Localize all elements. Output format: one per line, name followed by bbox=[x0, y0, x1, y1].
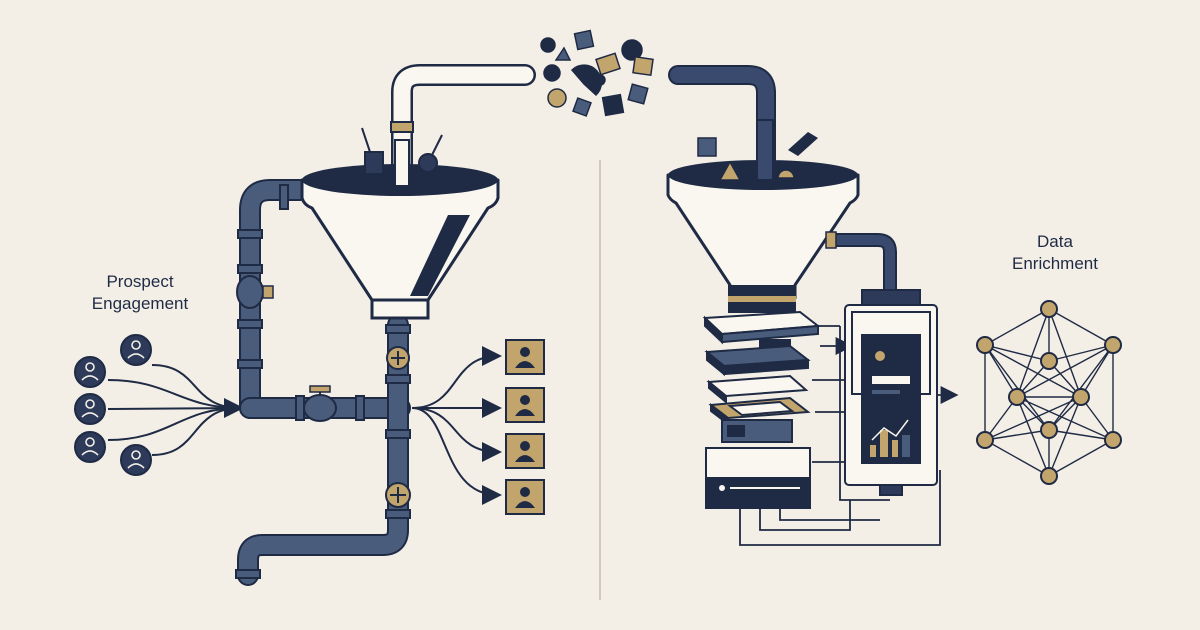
funnel-icon bbox=[666, 119, 860, 313]
pipe-collars bbox=[235, 184, 411, 579]
pipe-collar bbox=[825, 231, 837, 249]
prospect-engagement-label: Prospect Engagement bbox=[70, 271, 210, 315]
valve-icon bbox=[236, 275, 274, 309]
network-icon bbox=[976, 300, 1122, 485]
data-enrichment-label: Data Enrichment bbox=[985, 231, 1125, 275]
person-icon bbox=[74, 431, 106, 463]
person-icon bbox=[505, 387, 545, 423]
person-icon bbox=[505, 433, 545, 469]
funnel-icon bbox=[300, 127, 500, 320]
feed-pipe-collar bbox=[390, 121, 414, 133]
valve-icon bbox=[386, 346, 410, 370]
valve-icon bbox=[385, 482, 411, 508]
valve-icon bbox=[303, 385, 337, 422]
dashboard-panel-icon bbox=[844, 304, 938, 496]
qualified-leads bbox=[505, 339, 545, 515]
person-icon bbox=[74, 393, 106, 425]
enrichment-label-line2: Enrichment bbox=[1012, 254, 1098, 273]
outflow-lines bbox=[411, 346, 502, 505]
dashboard-header-block bbox=[861, 289, 921, 307]
person-icon bbox=[74, 356, 106, 388]
prospect-label-line1: Prospect bbox=[106, 272, 174, 291]
inflow-lines bbox=[107, 364, 244, 456]
prospect-people-cluster bbox=[74, 334, 152, 476]
server-stack-icon bbox=[702, 310, 821, 509]
routing-lines bbox=[739, 325, 959, 546]
raw-data-shapes bbox=[540, 29, 654, 117]
person-icon bbox=[120, 444, 152, 476]
person-icon bbox=[505, 339, 545, 375]
prospect-label-line2: Engagement bbox=[91, 294, 189, 313]
person-icon bbox=[505, 479, 545, 515]
right-feed-pipe bbox=[668, 65, 776, 195]
enrichment-label-line1: Data bbox=[1037, 232, 1073, 251]
right-transfer-pipe bbox=[835, 233, 897, 290]
left-pipe-system bbox=[237, 179, 411, 586]
person-icon bbox=[120, 334, 152, 366]
left-feed-pipe bbox=[391, 64, 536, 196]
